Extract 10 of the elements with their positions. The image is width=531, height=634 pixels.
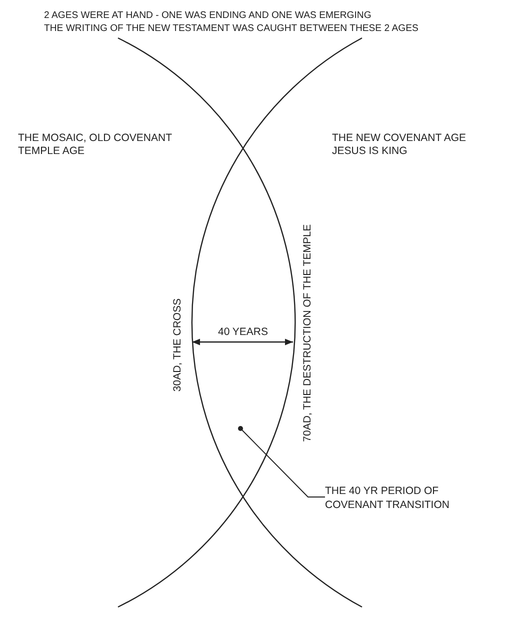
age-label: THE NEW COVENANT AGE JESUS IS KING (332, 132, 467, 158)
leader-line (241, 429, 326, 498)
date-label: 70AD, THE DESTRUCTION OF THE TEMPLE (302, 224, 314, 442)
circle-dot (238, 426, 242, 430)
annotation-text: THE 40 YR PERIOD OF COVENANT TRANSITION (325, 484, 475, 512)
age-label: THE MOSAIC, OLD COVENANT TEMPLE AGE (18, 132, 173, 158)
dimension-label: 40 YEARS (218, 326, 270, 339)
title: 2 AGES WERE AT HAND - ONE WAS ENDING AND ONE WAS EMERGING (44, 9, 372, 22)
date-label: 30AD, THE CROSS (172, 298, 184, 392)
subtitle: THE WRITING OF THE NEW TESTAMENT WAS CAUGHT BETWEEN THESE 2 AGES (44, 22, 418, 35)
